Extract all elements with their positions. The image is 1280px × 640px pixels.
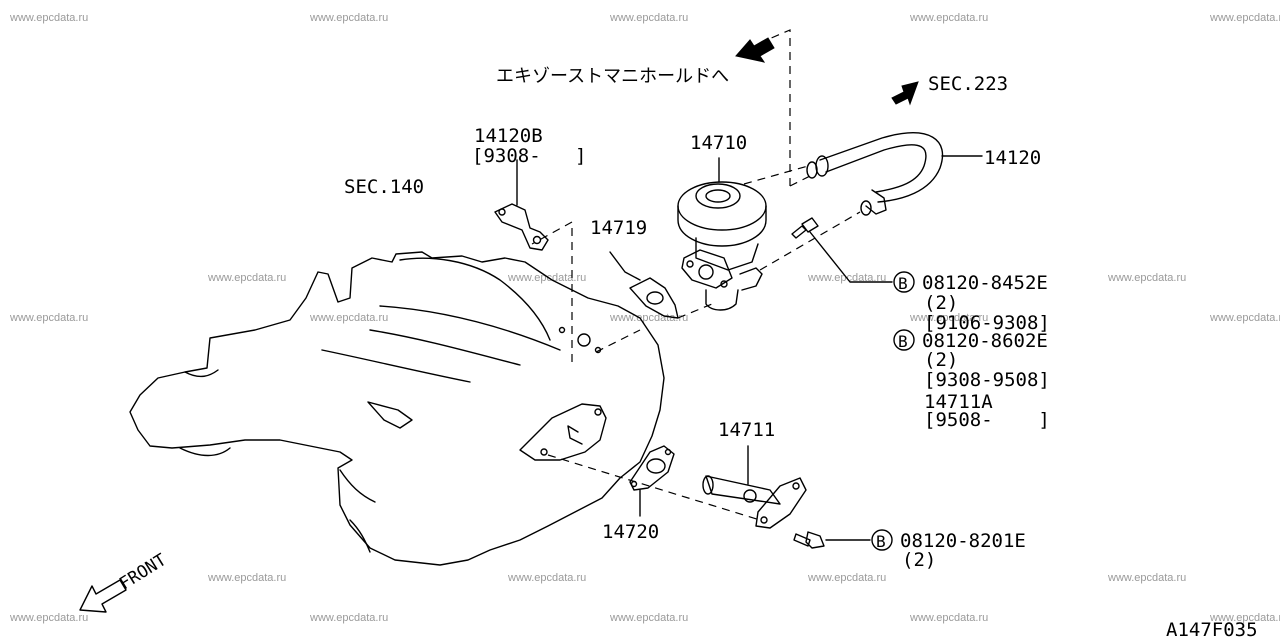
label-sec223: SEC.223 (928, 73, 1008, 95)
watermark: www.epcdata.ru (609, 312, 688, 324)
label-14711a-date: [9508- ] (924, 409, 1050, 431)
label-sec140: SEC.140 (344, 176, 424, 198)
watermark: www.epcdata.ru (1107, 572, 1186, 584)
gasket-14720 (629, 445, 675, 517)
watermark: www.epcdata.ru (507, 572, 586, 584)
watermark: www.epcdata.ru (9, 312, 88, 324)
label-14120b-date: [9308- ] (472, 145, 586, 167)
watermark: www.epcdata.ru (207, 272, 286, 284)
b-circle-icon (893, 329, 915, 351)
watermark: www.epcdata.ru (909, 312, 988, 324)
diagram-code: A147F035 (1166, 619, 1258, 640)
watermark: www.epcdata.ru (507, 272, 586, 284)
watermark: www.epcdata.ru (207, 572, 286, 584)
label-exhaust-note: エキゾーストマニホールドへ (496, 66, 729, 87)
label-bolt3: 08120-8201E (900, 530, 1026, 552)
b-mark: B (876, 532, 886, 551)
label-bolt2-date: [9308-9508] (924, 369, 1050, 391)
labels: エキゾーストマニホールドへ SEC.223 SEC.140 14120 1412… (116, 66, 1257, 640)
label-bolt2-qty: (2) (924, 349, 958, 371)
label-14711a: 14711A (924, 391, 993, 413)
label-14719: 14719 (590, 217, 647, 239)
manifold-flange (519, 403, 607, 461)
gasket-14719 (609, 251, 679, 319)
watermark: www.epcdata.ru (309, 12, 388, 24)
egr-valve-14710 (677, 157, 767, 311)
watermark: www.epcdata.ru (1209, 12, 1280, 24)
watermark: www.epcdata.ru (9, 612, 88, 624)
bolt-tube (793, 531, 871, 549)
watermark: www.epcdata.ru (309, 312, 388, 324)
label-14720: 14720 (602, 521, 659, 543)
label-14120b: 14120B (474, 125, 543, 147)
watermark: www.epcdata.ru (909, 12, 988, 24)
watermark-layer: www.epcdata.ru www.epcdata.ru www.epcdat… (9, 12, 1280, 624)
watermark: www.epcdata.ru (609, 612, 688, 624)
watermark: www.epcdata.ru (309, 612, 388, 624)
b-circle-icon (893, 271, 915, 293)
label-bolt1-qty: (2) (924, 292, 958, 314)
b-circle-icon (871, 529, 893, 551)
watermark: www.epcdata.ru (909, 612, 988, 624)
label-14711: 14711 (718, 419, 775, 441)
front-arrow-icon (79, 579, 127, 613)
connection-lines (547, 29, 861, 521)
exhaust-arrow-icon (735, 37, 775, 63)
label-bolt2: 08120-8602E (922, 330, 1048, 352)
sec223-arrow-icon (891, 81, 919, 106)
pipe-14120 (806, 132, 983, 216)
intake-manifold (129, 251, 665, 566)
label-front: FRONT (116, 550, 170, 594)
b-mark: B (898, 274, 908, 293)
watermark: www.epcdata.ru (1209, 312, 1280, 324)
bracket-14120b (494, 159, 549, 251)
mounting-face (531, 220, 602, 362)
tube-14711 (702, 445, 807, 529)
label-bolt1-date: [9106-9308] (924, 312, 1050, 334)
label-14120: 14120 (984, 147, 1041, 169)
watermark: www.epcdata.ru (9, 12, 88, 24)
label-14710: 14710 (690, 132, 747, 154)
watermark: www.epcdata.ru (807, 572, 886, 584)
watermark: www.epcdata.ru (1107, 272, 1186, 284)
watermark: www.epcdata.ru (1209, 612, 1280, 624)
label-bolt3-qty: (2) (902, 549, 936, 571)
bolt-egr (791, 217, 893, 283)
label-bolt1: 08120-8452E (922, 272, 1048, 294)
b-mark: B (898, 332, 908, 351)
watermark: www.epcdata.ru (609, 12, 688, 24)
